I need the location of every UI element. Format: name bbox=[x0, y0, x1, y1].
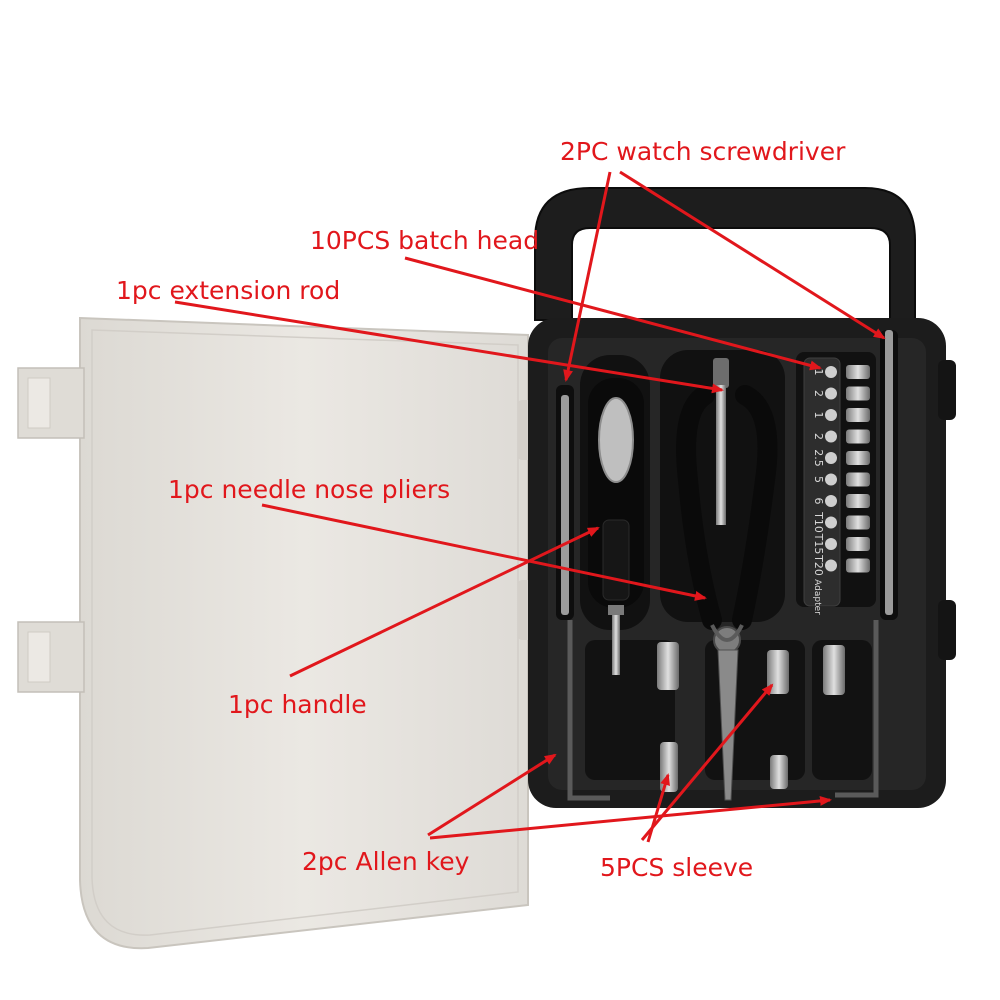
bit-head bbox=[846, 494, 870, 508]
needle-nose-pliers bbox=[676, 385, 778, 801]
annotation-arrows bbox=[174, 170, 886, 843]
bit-marking: T20 bbox=[812, 554, 825, 576]
label-needle-nose-pliers: 1pc needle nose pliers bbox=[168, 475, 451, 504]
label-batch-head: 10PCS batch head bbox=[310, 226, 540, 255]
bit-marking: Adapter bbox=[812, 579, 822, 615]
label-sleeve: 5PCS sleeve bbox=[600, 853, 754, 882]
arrow-watch-left bbox=[563, 171, 612, 382]
bit-symbol bbox=[825, 366, 837, 378]
bit-symbol bbox=[825, 516, 837, 529]
sleeve bbox=[657, 642, 845, 792]
arrow-handle bbox=[289, 526, 600, 678]
bit-head bbox=[846, 408, 870, 422]
bit-marking: 1 bbox=[812, 369, 825, 376]
arrow-pliers bbox=[261, 503, 707, 601]
bit-head bbox=[846, 537, 870, 551]
bit-head bbox=[846, 472, 870, 487]
arrow-sleeve-1 bbox=[640, 683, 774, 841]
label-watch-screwdriver: 2PC watch screwdriver bbox=[560, 137, 846, 166]
bit-marking: 2 bbox=[812, 390, 825, 397]
label-handle: 1pc handle bbox=[228, 690, 367, 719]
bit-marking: 2.5 bbox=[812, 449, 825, 467]
bit-symbol bbox=[825, 559, 837, 572]
bit-symbol bbox=[825, 452, 837, 464]
bit-head bbox=[846, 558, 870, 573]
arrow-sleeve-2 bbox=[646, 773, 670, 843]
bit-marking: T15 bbox=[812, 533, 825, 555]
bit-symbol bbox=[825, 473, 837, 486]
bit-head bbox=[846, 429, 870, 444]
extension-rod bbox=[713, 358, 729, 525]
bit-head bbox=[846, 451, 870, 465]
bit-marking: 6 bbox=[812, 498, 825, 505]
arrow-watch-right bbox=[619, 170, 886, 340]
allen-key bbox=[567, 620, 879, 801]
bit-symbol bbox=[825, 495, 837, 507]
case-lid bbox=[17, 316, 534, 950]
arrow-allen-left bbox=[427, 753, 557, 837]
bit-symbol bbox=[825, 387, 837, 400]
label-allen-key: 2pc Allen key bbox=[302, 847, 470, 876]
arrow-batch-head bbox=[404, 256, 822, 371]
bit-marking: 5 bbox=[812, 476, 825, 483]
watch-screwdriver bbox=[561, 330, 893, 615]
bit-symbol bbox=[825, 538, 837, 550]
bit-symbol bbox=[825, 430, 837, 443]
lid-hinge-bottom bbox=[17, 621, 85, 693]
bit-symbol bbox=[825, 409, 837, 421]
bit-head bbox=[846, 386, 870, 401]
bit-head bbox=[846, 515, 870, 530]
arrow-extension-rod bbox=[174, 300, 724, 394]
arrow-allen-right bbox=[429, 795, 832, 840]
bit-head bbox=[846, 365, 870, 379]
bit-marking: T10 bbox=[812, 511, 825, 533]
lid-hinge-top bbox=[17, 367, 85, 439]
label-extension-rod: 1pc extension rod bbox=[116, 276, 341, 305]
bit-marking: 1 bbox=[812, 412, 825, 419]
bit-marking: 2 bbox=[812, 433, 825, 440]
